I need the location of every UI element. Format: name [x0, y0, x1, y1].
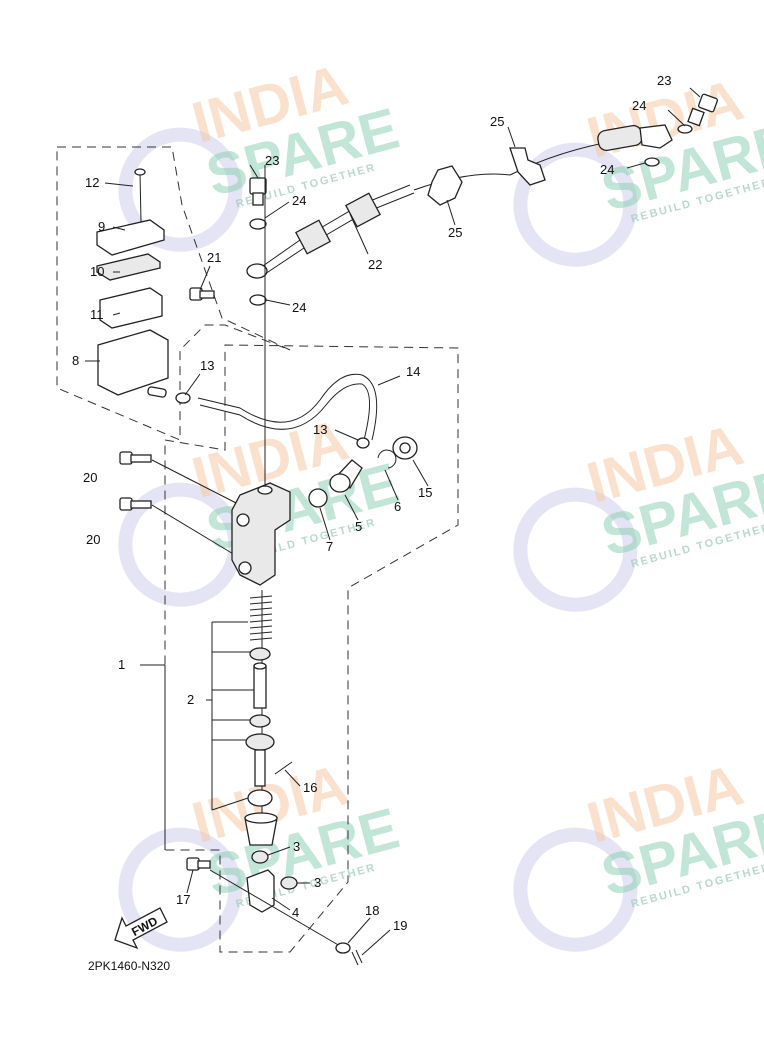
- callout-16: 16: [303, 780, 317, 795]
- callout-11: 11: [90, 307, 104, 322]
- copper-washer-lower: [249, 294, 267, 306]
- callout-13-lower: 13: [313, 422, 327, 437]
- union-bolt-upper: [249, 177, 267, 206]
- spring-seat: [249, 647, 271, 661]
- watermark-bottom-right: INDIA SPARE REBUILD TOGETHER: [513, 752, 764, 952]
- callout-18: 18: [365, 903, 379, 918]
- callout-7: 7: [326, 539, 333, 554]
- callout-24-caliper-b: 24: [600, 162, 614, 177]
- piston-spring: [249, 595, 273, 641]
- callout-5: 5: [355, 519, 362, 534]
- grommet: [392, 436, 418, 460]
- callout-25-upper: 25: [490, 114, 504, 129]
- callout-12: 12: [85, 175, 99, 190]
- hose-clip-upper: [175, 392, 191, 404]
- callout-13-upper: 13: [200, 358, 214, 373]
- callout-3-side: 3: [314, 875, 321, 890]
- mounting-bolt-lower: [119, 497, 152, 511]
- copper-washer-caliper-b: [644, 157, 660, 167]
- callout-24-upper: 24: [292, 193, 306, 208]
- reservoir-cap: [96, 219, 165, 256]
- cotter-pin: [351, 949, 363, 966]
- piston-cup: [249, 714, 271, 728]
- callout-1: 1: [118, 657, 125, 672]
- callout-21: 21: [207, 250, 221, 265]
- callout-8: 8: [72, 353, 79, 368]
- callout-3-upper: 3: [293, 839, 300, 854]
- diaphragm-holder: [99, 287, 163, 329]
- union-bolt-caliper: [687, 93, 718, 127]
- mounting-bolt-upper: [119, 451, 152, 465]
- copper-washer-caliper-a: [677, 124, 693, 134]
- reservoir-outlet: [147, 386, 167, 398]
- brake-hose-fitting: [597, 124, 673, 152]
- circlip-2: [247, 789, 273, 807]
- reservoir-diaphragm: [96, 253, 161, 281]
- lock-nut-side: [280, 876, 298, 890]
- callout-2: 2: [187, 692, 194, 707]
- watermark-mid-right: INDIA SPARE REBUILD TOGETHER: [513, 412, 764, 612]
- hose-clip-lower: [356, 437, 370, 449]
- reservoir-hose: [197, 373, 378, 441]
- callout-23-caliper: 23: [657, 73, 671, 88]
- callout-14: 14: [406, 364, 420, 379]
- callout-17: 17: [176, 892, 190, 907]
- piston: [253, 662, 267, 709]
- hose-clamp-b: [427, 165, 463, 206]
- clevis: [246, 869, 275, 913]
- screw-12: [134, 168, 146, 223]
- reservoir-tank: [97, 329, 169, 396]
- clevis-bolt: [186, 857, 211, 871]
- callout-9: 9: [98, 219, 105, 234]
- callout-10: 10: [90, 264, 104, 279]
- reservoir-group-outline: [56, 146, 291, 441]
- callout-25-lower: 25: [448, 225, 462, 240]
- callout-20-lower: 20: [86, 532, 100, 547]
- diagram-code: 2PK1460-N320: [88, 959, 170, 973]
- callout-23-upper: 23: [265, 153, 279, 168]
- circlip: [377, 449, 397, 469]
- callout-20-upper: 20: [83, 470, 97, 485]
- master-cylinder-body: [231, 482, 291, 586]
- o-ring: [308, 488, 328, 508]
- master-cylinder-group-outline: [164, 344, 459, 953]
- lock-nut-upper: [251, 850, 269, 864]
- hose-clamp-a: [509, 147, 546, 186]
- callout-4: 4: [292, 905, 299, 920]
- push-rod: [245, 733, 275, 787]
- copper-washer-upper: [249, 218, 267, 230]
- callout-15: 15: [418, 485, 432, 500]
- leader-lines: [85, 87, 701, 956]
- callout-24-caliper-a: 24: [632, 98, 646, 113]
- brake-hose: [246, 139, 621, 279]
- callout-24-lower: 24: [292, 300, 306, 315]
- callout-6: 6: [394, 499, 401, 514]
- hose-joint: [329, 459, 363, 493]
- washer-18: [335, 942, 351, 954]
- pin-16: [274, 761, 293, 775]
- callout-19: 19: [393, 918, 407, 933]
- callout-22: 22: [368, 257, 382, 272]
- bolt-21: [189, 287, 215, 301]
